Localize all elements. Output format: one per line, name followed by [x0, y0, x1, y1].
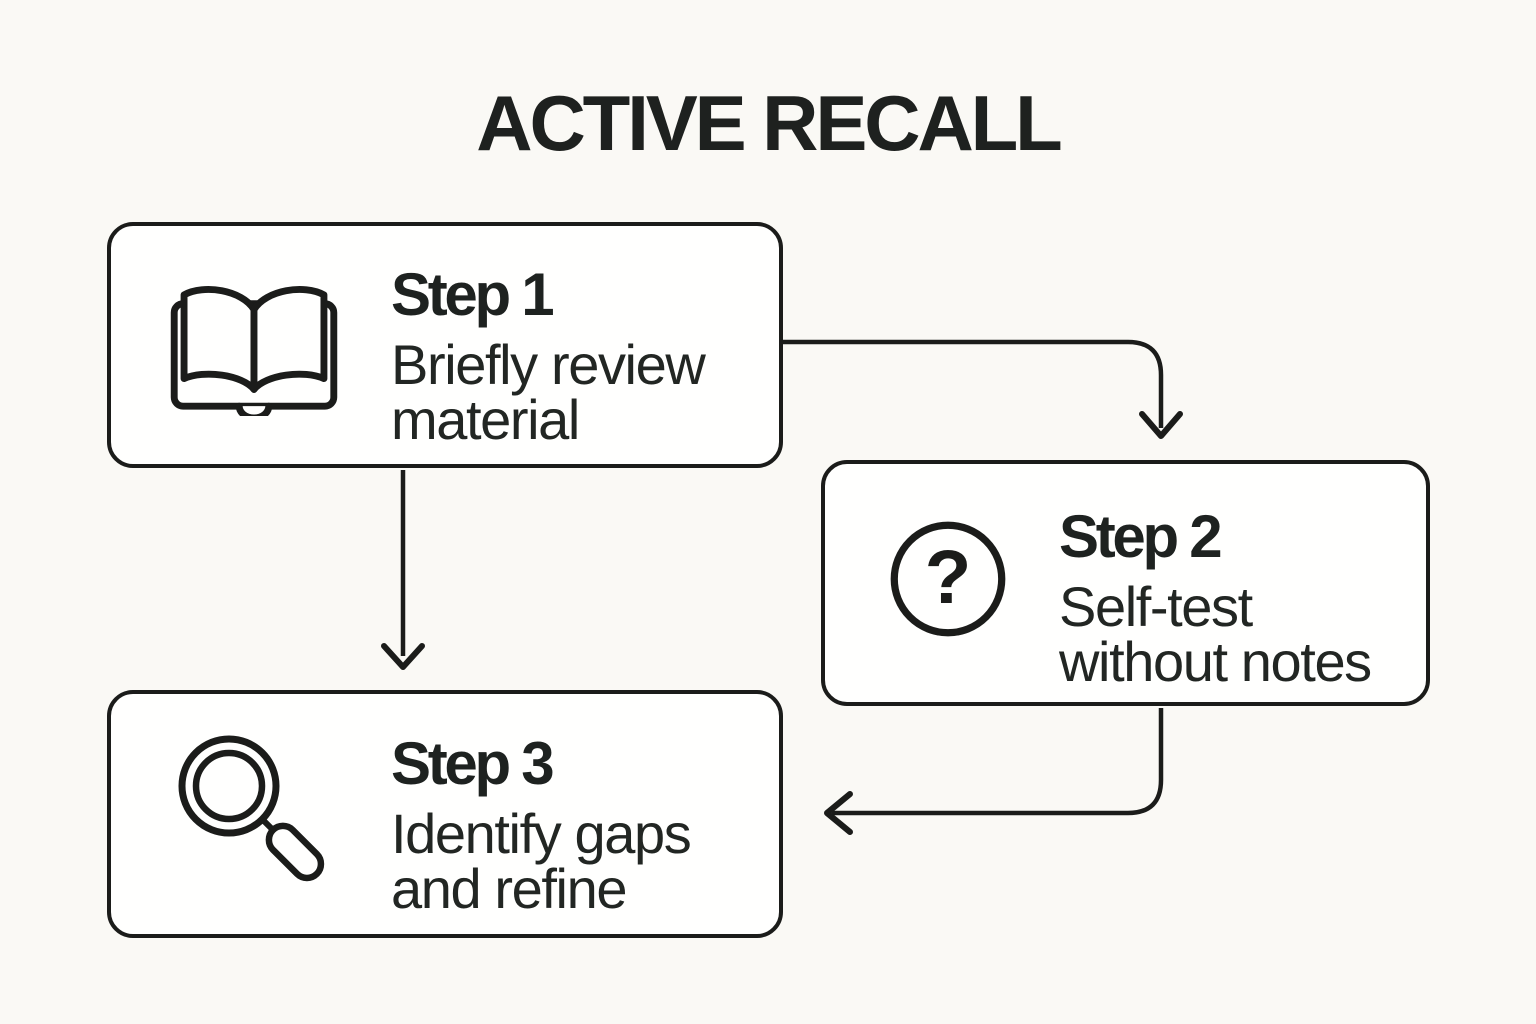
arrow-step1-to-step2	[783, 339, 1183, 439]
svg-text:?: ?	[925, 535, 972, 620]
diagram-title: ACTIVE RECALL	[476, 79, 1063, 167]
step-1-description: Briefly review material	[391, 333, 706, 452]
step-1-text: Step 1 Briefly review material	[391, 261, 706, 452]
question-mark-circle-icon: ?	[890, 521, 1006, 637]
step-1-label: Step 1	[391, 261, 555, 328]
open-book-icon	[170, 286, 338, 416]
step-2-description: Self-test without notes	[1059, 575, 1372, 694]
magnifying-glass-icon	[178, 735, 325, 882]
arrow-step2-to-step3	[824, 708, 1164, 835]
step-3-box: Step 3 Identify gaps and refine	[107, 690, 783, 938]
step-2-box: ? Step 2 Self-test without notes	[821, 460, 1430, 706]
arrow-step1-to-step3	[381, 470, 425, 670]
step-3-description: Identify gaps and refine	[391, 802, 692, 921]
step-1-box: Step 1 Briefly review material	[107, 222, 783, 468]
step-2-text: Step 2 Self-test without notes	[1059, 503, 1372, 694]
step-3-text: Step 3 Identify gaps and refine	[391, 730, 692, 921]
step-2-label: Step 2	[1059, 503, 1223, 570]
step-3-label: Step 3	[391, 730, 555, 797]
